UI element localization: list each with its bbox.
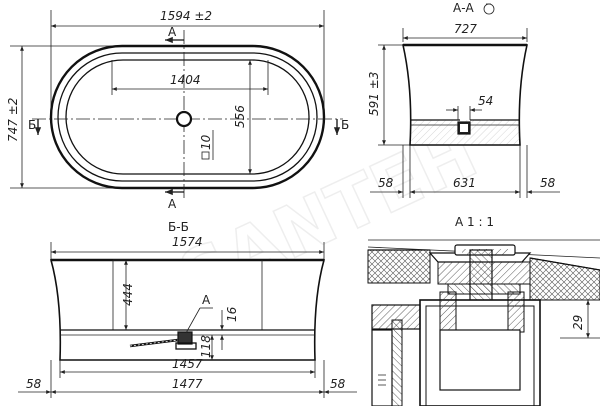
dim-overall-width: 747 ±2 xyxy=(6,98,20,142)
section-mark-a-top: А xyxy=(168,25,177,39)
detail-a-title: А 1 : 1 xyxy=(455,215,494,229)
dim-bb-inner-bottom: 1457 xyxy=(172,357,203,371)
dim-aa-height: 591 ±3 xyxy=(367,72,381,116)
section-mark-b-left: Б xyxy=(28,118,36,132)
dim-inner-length: 1404 xyxy=(170,73,201,87)
dim-overall-length: 1594 ±2 xyxy=(160,9,212,23)
dim-aa-right-offset: 58 xyxy=(540,176,556,190)
section-bb-title: Б-Б xyxy=(168,220,189,234)
dim-inner-width: 556 xyxy=(233,105,247,128)
dim-bb-bottom-thickness: 16 xyxy=(225,306,239,322)
dim-aa-drain: 54 xyxy=(478,94,493,108)
section-aa-title: А-А xyxy=(453,1,475,15)
dim-aa-left-offset: 58 xyxy=(378,176,394,190)
section-mark-b-right: Б xyxy=(341,118,349,132)
dim-detail-a: 29 xyxy=(571,315,585,330)
dim-bb-left-offset: 58 xyxy=(26,377,42,391)
dim-bb-base-height: 118 xyxy=(199,335,213,358)
dim-bb-base-length: 1477 xyxy=(172,377,203,391)
dim-bb-top-length: 1574 xyxy=(172,235,203,249)
section-mark-a-bottom: А xyxy=(168,197,177,211)
dim-drain-square: 10 xyxy=(199,134,213,150)
callout-a: А xyxy=(202,293,211,307)
dim-bb-right-offset: 58 xyxy=(330,377,346,391)
section-bb: Б-Б 1574 444 А 16 118 xyxy=(18,220,357,398)
dim-aa-top-width: 727 xyxy=(454,22,477,36)
top-view: 1594 ±2 747 ±2 А А Б Б 1404 556 xyxy=(6,9,349,211)
section-aa: А-А 727 54 591 ±3 58 xyxy=(367,1,560,198)
dim-bb-depth: 444 xyxy=(121,283,135,306)
rotation-icon xyxy=(483,3,495,15)
drain-hole-icon xyxy=(175,110,193,128)
dim-aa-base-width: 631 xyxy=(453,176,476,190)
detail-a: А 1 : 1 29 xyxy=(367,215,600,406)
